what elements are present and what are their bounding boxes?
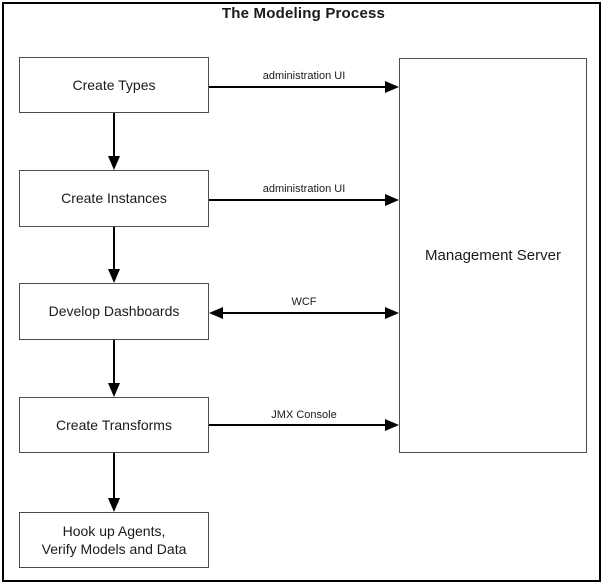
step-box-create-types: Create Types [19, 57, 209, 113]
server-label: Management Server [425, 247, 561, 264]
step-label: Create Types [72, 76, 156, 93]
diagram-title: The Modeling Process [221, 5, 386, 22]
step-label: Hook up Agents, Verify Models and Data [41, 522, 187, 557]
connector-label-administration-ui-1: administration UI [262, 70, 346, 82]
step-box-create-instances: Create Instances [19, 170, 209, 227]
outer-frame [2, 2, 601, 582]
management-server-box: Management Server [399, 58, 587, 453]
step-box-hook-up-agents: Hook up Agents, Verify Models and Data [19, 512, 209, 568]
step-box-create-transforms: Create Transforms [19, 397, 209, 453]
step-label: Develop Dashboards [48, 303, 180, 320]
step-box-develop-dashboards: Develop Dashboards [19, 283, 209, 340]
step-label: Create Transforms [56, 416, 172, 433]
connector-label-wcf: WCF [291, 296, 317, 308]
connector-label-jmx-console: JMX Console [271, 409, 337, 421]
step-label: Create Instances [61, 190, 167, 207]
connector-label-administration-ui-2: administration UI [262, 183, 346, 195]
